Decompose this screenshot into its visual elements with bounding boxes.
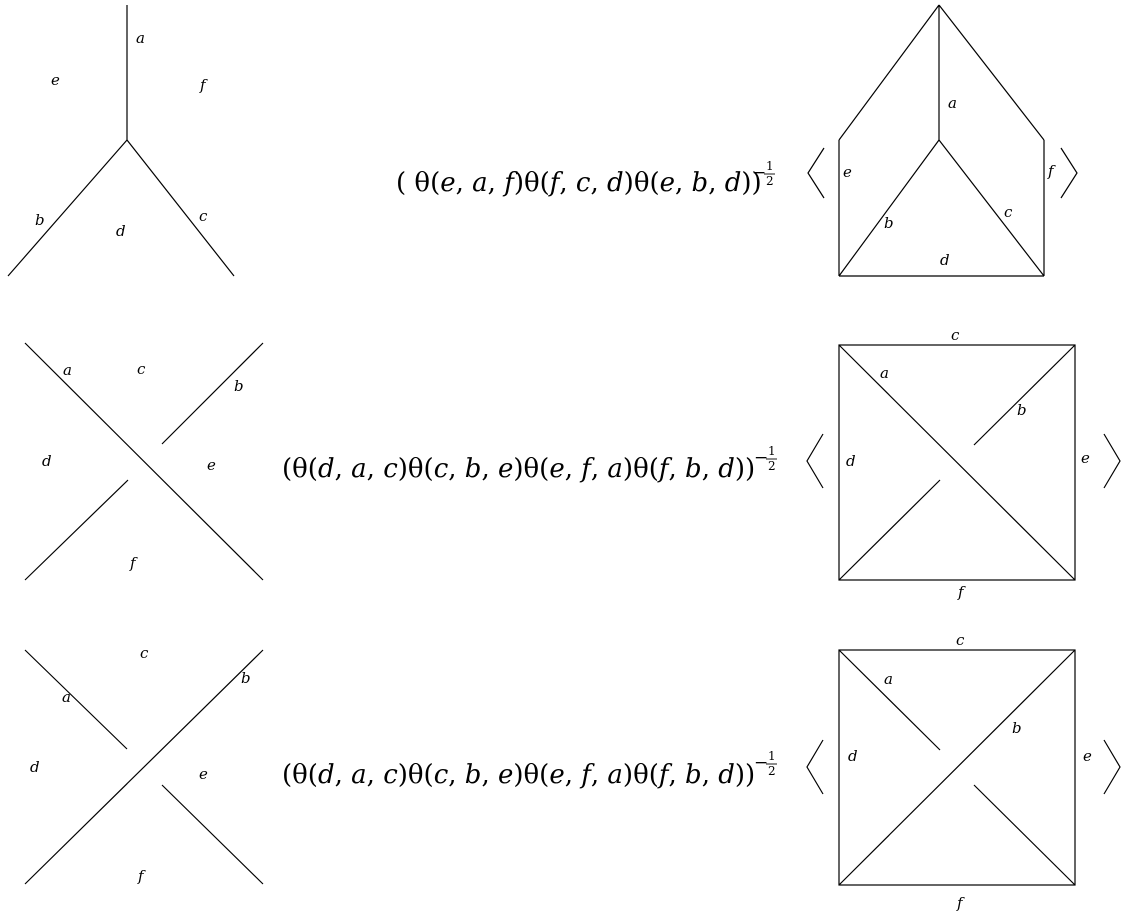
row-1: a e f b d c ( θ(e, a, f)θ(f, c, d)θ(e, b… (7, 4, 1078, 277)
theta-2: θ(c, b, e) (408, 454, 524, 484)
top-right-roof (938, 4, 1045, 141)
edge-c (126, 139, 235, 277)
right-angle-bracket (1060, 147, 1078, 199)
label-b: b (241, 669, 251, 687)
label-f: f (129, 554, 138, 572)
diagonal-a-f (838, 344, 1076, 581)
bracket-diagram-prism: a e b c d f (838, 4, 1056, 277)
top-left-roof (838, 4, 940, 141)
label-b: b (884, 214, 894, 232)
edge-a-f (24, 342, 264, 581)
row-2: a c b d e f (θ(d, a, c)θ(c, b, e)θ(e, f,… (24, 326, 1121, 601)
edge-b (7, 139, 128, 277)
label-a: a (948, 94, 957, 112)
label-a: a (136, 29, 145, 47)
exponent-sign: − (754, 448, 768, 468)
label-a: a (880, 364, 889, 382)
label-b: b (1012, 719, 1022, 737)
diagonal-a-upper (838, 649, 941, 751)
diagonal-b-upper (973, 344, 1076, 446)
bracket-diagram-square: c a b d e f (838, 631, 1092, 912)
label-e: e (1081, 449, 1090, 467)
label-a: a (63, 361, 72, 379)
label-d: d (848, 747, 858, 765)
theta-2: θ(f, c, d) (524, 168, 634, 198)
crossing-diagram: a c b d e f (24, 342, 264, 581)
diagonal-a-lower (973, 784, 1076, 886)
label-c: c (137, 360, 146, 378)
edge-b-d (24, 649, 264, 885)
exponent-denominator: 2 (768, 459, 776, 473)
label-d: d (42, 452, 52, 470)
label-c: c (140, 644, 149, 662)
theta-3: θ(e, f, a) (524, 454, 634, 484)
label-a: a (884, 670, 893, 688)
label-d: d (846, 452, 856, 470)
exponent-numerator: 1 (766, 159, 774, 173)
edge-b (838, 139, 940, 277)
theta-1: θ(e, a, f) (414, 168, 524, 198)
label-d: d (116, 222, 126, 240)
edge-a-upper (24, 649, 128, 750)
label-c: c (951, 326, 960, 344)
right-angle-bracket (1103, 739, 1121, 795)
theta-1: θ(d, a, c) (292, 454, 408, 484)
formula-row-3: (θ(d, a, c)θ(c, b, e)θ(e, f, a)θ(f, b, d… (282, 760, 755, 790)
label-e: e (199, 765, 208, 783)
label-d: d (30, 758, 40, 776)
left-angle-bracket (807, 147, 825, 199)
exponent-sign: − (754, 753, 768, 773)
square-frame (838, 344, 1076, 581)
edge-a-lower (161, 784, 264, 885)
formula-row-1: ( θ(e, a, f)θ(f, c, d)θ(e, b, d)) (396, 168, 762, 198)
theta-4: θ(f, b, d) (633, 760, 745, 790)
crossing-diagram: a c b d e f (24, 644, 264, 885)
label-e: e (51, 71, 60, 89)
left-angle-bracket (806, 433, 824, 489)
label-e: e (1083, 747, 1092, 765)
label-e: e (207, 456, 216, 474)
exponent-denominator: 2 (766, 174, 774, 188)
trivalent-vertex-diagram: a e f b d c (7, 5, 235, 277)
exponent-numerator: 1 (768, 749, 776, 763)
formula-row-2: (θ(d, a, c)θ(c, b, e)θ(e, f, a)θ(f, b, d… (282, 454, 755, 484)
label-f: f (137, 867, 146, 885)
theta-2: θ(c, b, e) (408, 760, 524, 790)
exponent-denominator: 2 (768, 764, 776, 778)
left-angle-bracket (806, 739, 824, 795)
theta-3: θ(e, b, d) (634, 168, 752, 198)
exponent-sign: − (752, 163, 766, 183)
theta-1: θ(d, a, c) (292, 760, 408, 790)
diagonal-b-d (838, 649, 1076, 886)
theta-4: θ(f, b, d) (633, 454, 745, 484)
exponent-numerator: 1 (768, 444, 776, 458)
edge-c (938, 139, 1045, 277)
label-d: d (940, 251, 950, 269)
label-f: f (957, 583, 966, 601)
row-3: a c b d e f (θ(d, a, c)θ(c, b, e)θ(e, f,… (24, 631, 1121, 912)
theta-3: θ(e, f, a) (524, 760, 634, 790)
edge-b-upper (161, 342, 264, 445)
edge-b-lower (24, 479, 129, 581)
square-frame (838, 649, 1076, 886)
label-b: b (1017, 401, 1027, 419)
label-f: f (199, 76, 208, 94)
label-b: b (234, 377, 244, 395)
bracket-diagram-square: c a b d e f (838, 326, 1090, 601)
label-c: c (956, 631, 965, 649)
label-e: e (843, 163, 852, 181)
right-angle-bracket (1103, 433, 1121, 489)
diagonal-b-lower (838, 479, 941, 581)
label-b: b (35, 211, 45, 229)
label-a: a (62, 688, 71, 706)
label-f: f (1047, 162, 1056, 180)
label-f: f (956, 894, 965, 912)
label-c: c (199, 207, 208, 225)
label-c: c (1004, 203, 1013, 221)
